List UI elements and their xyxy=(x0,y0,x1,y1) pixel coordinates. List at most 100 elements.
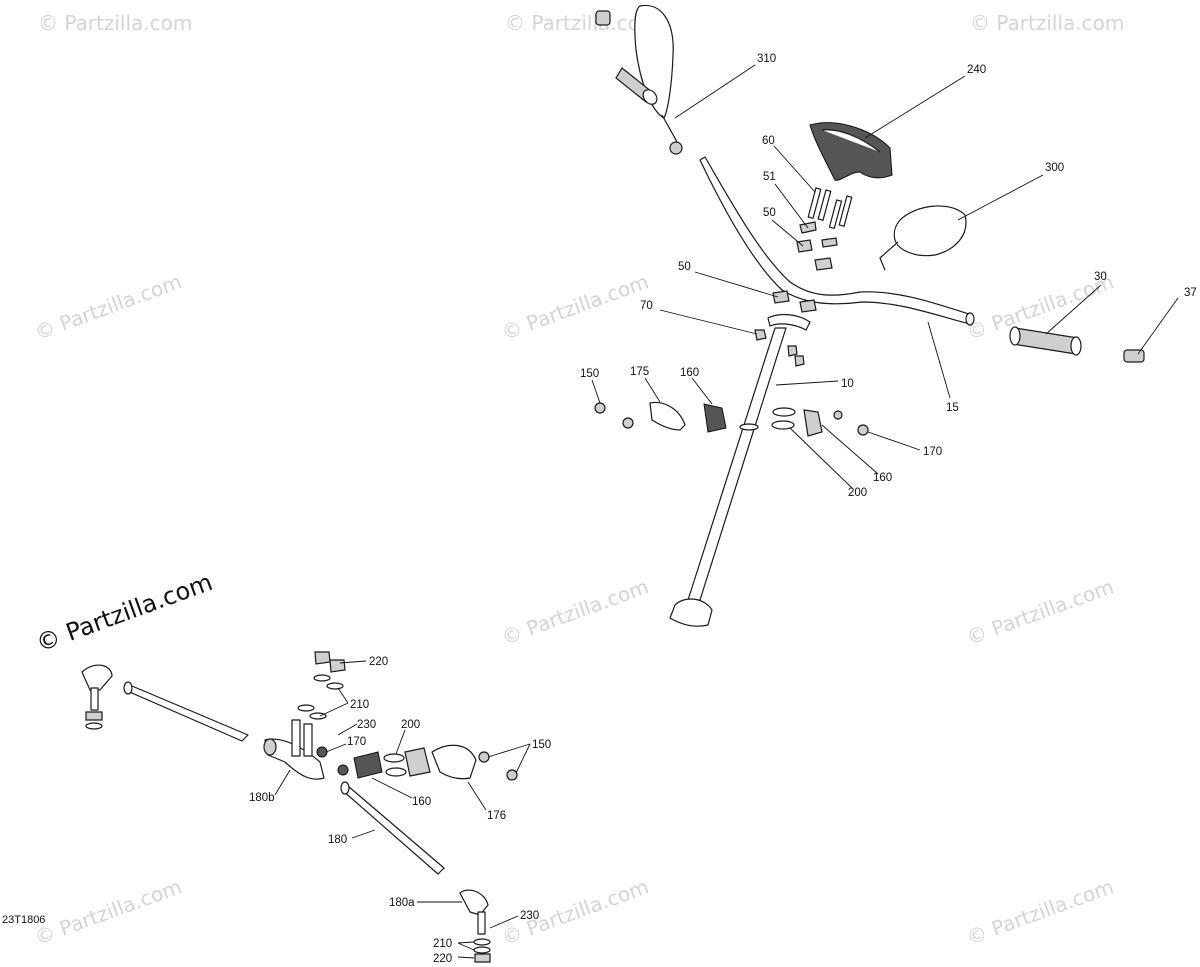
callout-label: 50 xyxy=(678,261,691,273)
grip-left-end xyxy=(642,89,658,105)
bracket xyxy=(431,744,477,780)
clamp xyxy=(796,239,813,253)
ring xyxy=(739,423,759,431)
nut xyxy=(314,651,331,665)
bolt xyxy=(828,199,843,229)
washer xyxy=(309,712,327,720)
callout-label: 180b xyxy=(249,792,275,804)
watermark: © Partzilla.com xyxy=(970,11,1124,35)
callout-label: 150 xyxy=(580,368,599,380)
callout-label: 210 xyxy=(350,699,369,711)
steering-column xyxy=(687,327,787,601)
bracket xyxy=(649,401,686,431)
callout-label: 15 xyxy=(946,402,959,414)
washer xyxy=(313,674,331,682)
callout-label: 220 xyxy=(369,656,388,668)
callout-label: 230 xyxy=(357,719,376,731)
watermark: © Partzilla.com xyxy=(499,269,652,344)
tie-rod-end xyxy=(123,681,133,695)
ring xyxy=(385,767,407,777)
callouts: 310 240 60 300 51 50 50 30 37 70 10 15 1… xyxy=(249,53,1197,965)
callout-label: 50 xyxy=(763,207,776,219)
bolt-head xyxy=(594,402,606,414)
bushing xyxy=(353,751,383,779)
mirror-right xyxy=(893,205,967,257)
callout-label: 200 xyxy=(401,719,420,731)
ball-joint xyxy=(81,664,113,691)
bushing xyxy=(404,747,431,777)
mirror-left-mount xyxy=(669,141,683,155)
callout-label: 70 xyxy=(640,300,653,312)
callout-label: 160 xyxy=(412,796,431,808)
column-base xyxy=(669,598,713,627)
clamp-plate xyxy=(821,237,838,248)
mirror-cap xyxy=(595,10,611,26)
handlebar-cover xyxy=(809,122,893,181)
callout-label: 200 xyxy=(848,487,867,499)
bolt-head xyxy=(506,769,518,781)
ball-joint-stud xyxy=(477,911,486,935)
callout-label: 220 xyxy=(433,953,452,965)
callout-label: 180 xyxy=(328,834,347,846)
callout-label: 150 xyxy=(532,739,551,751)
watermark: © Partzilla.com xyxy=(964,574,1117,649)
bolt xyxy=(838,195,853,227)
callout-label: 180a xyxy=(389,897,415,909)
arm-bushing xyxy=(263,738,277,756)
washer xyxy=(326,682,344,690)
watermark: © Partzilla.com xyxy=(505,11,659,35)
nut xyxy=(794,355,805,367)
rod-end xyxy=(340,781,350,795)
bolt-head xyxy=(622,417,634,429)
nut xyxy=(474,953,491,963)
callout-label: 176 xyxy=(487,810,506,822)
diagram-code: 23T1806 xyxy=(2,914,45,926)
grip-right-end xyxy=(1070,336,1082,356)
ring xyxy=(383,753,405,763)
watermark: © Partzilla.com xyxy=(38,11,192,35)
bushing xyxy=(703,403,727,433)
bolt xyxy=(807,187,822,219)
handlebar-end xyxy=(965,312,975,326)
watermarks: © Partzilla.com © Partzilla.com © Partzi… xyxy=(32,11,1125,950)
leader-lines xyxy=(274,64,1179,959)
nut xyxy=(337,764,349,776)
callout-label: 160 xyxy=(680,367,699,379)
bar-end-cap xyxy=(1123,349,1145,363)
clamp xyxy=(814,257,833,271)
callout-label: 60 xyxy=(762,135,775,147)
callout-label: 170 xyxy=(347,736,366,748)
callout-label: 230 xyxy=(520,910,539,922)
washer xyxy=(473,938,491,946)
arm-pin xyxy=(291,719,301,757)
watermark: © Partzilla.com xyxy=(964,874,1117,949)
arm-pin xyxy=(303,723,313,757)
ring xyxy=(771,420,795,430)
bushing xyxy=(803,409,823,437)
handlebar-assembly xyxy=(594,4,1145,627)
callout-label: 160 xyxy=(873,472,892,484)
grip-right-end xyxy=(1009,326,1021,346)
tie-rod xyxy=(124,685,249,742)
nut xyxy=(787,345,798,357)
watermark: © Partzilla.com xyxy=(32,269,185,344)
handlebar-cover-edge xyxy=(821,129,881,153)
nut xyxy=(329,659,346,673)
callout-label: 210 xyxy=(433,938,452,950)
callout-label: 175 xyxy=(630,366,649,378)
callout-label: 30 xyxy=(1094,271,1107,283)
bolt xyxy=(817,189,832,221)
washer xyxy=(297,704,315,712)
nut xyxy=(316,746,328,758)
washer xyxy=(85,722,103,730)
nut xyxy=(833,410,843,420)
callout-label: 310 xyxy=(757,53,776,65)
steering-arm xyxy=(264,738,325,780)
grip-right xyxy=(1012,327,1079,355)
ring xyxy=(772,407,796,417)
ball-joint-stud xyxy=(90,687,99,711)
clamp xyxy=(772,290,790,304)
callout-label: 170 xyxy=(923,446,942,458)
washer xyxy=(473,946,491,954)
watermark-main: © Partzilla.com xyxy=(32,568,216,658)
